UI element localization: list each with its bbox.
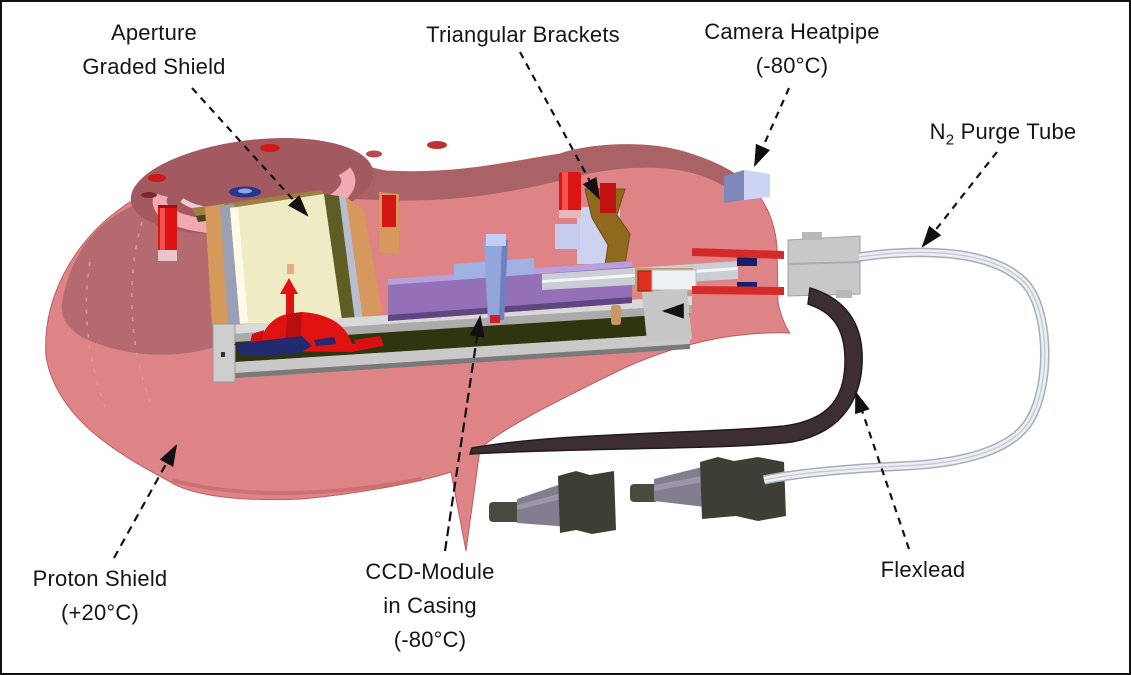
label-line: Flexlead <box>880 557 966 582</box>
label-subscript: 2 <box>945 131 955 149</box>
purge-connector-right <box>630 457 786 521</box>
label-line: in Casing <box>383 593 477 618</box>
flange-bolt-icon <box>260 144 280 152</box>
label-line: CCD-Module <box>365 559 495 584</box>
label-line: N <box>929 119 946 144</box>
label-triangular-brackets: Triangular Brackets <box>426 18 620 52</box>
proton-arrow <box>113 444 178 559</box>
aperture-wall-olive <box>324 194 357 322</box>
label-flexlead: Flexlead <box>881 553 966 587</box>
label-n2-purge-tube: N2 Purge Tube <box>930 115 1077 157</box>
label-camera-heatpipe: Camera Heatpipe (-80°C) <box>704 15 879 83</box>
flange-bolt-icon <box>148 174 166 182</box>
label-aperture-graded-shield: Aperture Graded Shield <box>82 16 225 84</box>
label-line: Purge Tube <box>954 119 1077 144</box>
navy-wedge <box>234 336 312 356</box>
red-bolt-icon <box>559 172 616 218</box>
label-line: (-80°C) <box>393 627 467 652</box>
n2-purge-tube <box>763 247 1050 485</box>
cutaway-interior <box>192 172 784 383</box>
flexlead-arrow <box>854 390 911 550</box>
label-line: Proton Shield <box>32 566 168 591</box>
aperture-graded-shield <box>230 194 342 324</box>
label-line: (+20°C) <box>60 600 140 625</box>
purge-arrow <box>921 151 998 248</box>
label-line: Camera Heatpipe <box>704 19 880 44</box>
top-bolt-icon <box>427 141 447 149</box>
camera-heatpipe-block <box>724 170 770 203</box>
brackets-arrow <box>519 51 601 200</box>
ccd-arrow <box>443 314 485 552</box>
label-line: Aperture <box>111 20 197 45</box>
label-ccd-module: CCD-Module in Casing (-80°C) <box>365 555 494 657</box>
purge-connector-left <box>489 471 616 534</box>
blue-mount-bracket <box>454 234 534 323</box>
purge-fitting-block <box>787 232 861 298</box>
label-line: Triangular Brackets <box>426 22 620 47</box>
heatpipe-arrow <box>753 87 791 168</box>
label-line: (-80°C) <box>755 53 829 78</box>
red-bolt-icon <box>158 205 177 261</box>
flexlead-ribbon <box>468 287 863 455</box>
aperture-arrow <box>191 87 309 217</box>
label-line: Graded Shield <box>82 54 226 79</box>
label-proton-shield: Proton Shield (+20°C) <box>33 562 168 630</box>
